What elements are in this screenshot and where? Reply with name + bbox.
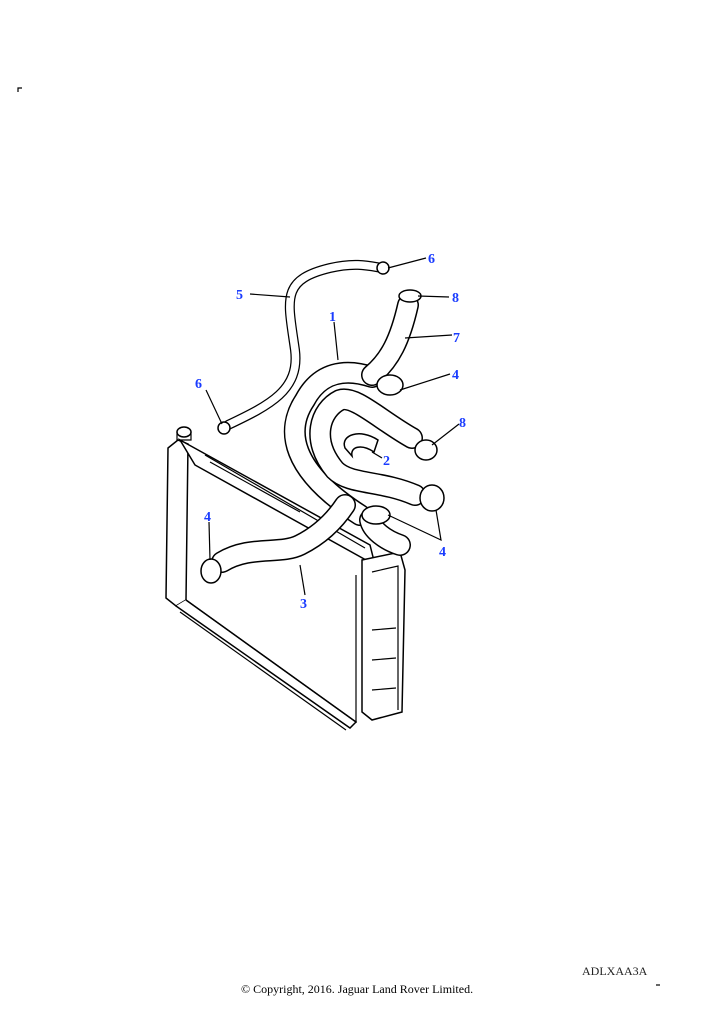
callout-4: 4	[439, 545, 446, 560]
callout-8: 8	[459, 416, 466, 431]
clamp-8	[398, 289, 422, 303]
clamp-4	[419, 484, 445, 512]
callout-2: 2	[383, 454, 390, 469]
hose-7	[361, 294, 419, 386]
clamp-4	[376, 374, 404, 396]
clamp-4	[361, 505, 391, 525]
crop-mark	[17, 87, 22, 92]
callout-8: 8	[452, 291, 459, 306]
callout-5: 5	[236, 288, 243, 303]
callout-1: 1	[329, 310, 336, 325]
copyright-notice: © Copyright, 2016. Jaguar Land Rover Lim…	[241, 982, 474, 996]
clamp-2	[343, 433, 379, 459]
hose-5	[223, 259, 387, 430]
callout-3: 3	[300, 597, 307, 612]
callout-6: 6	[195, 377, 202, 392]
callout-7: 7	[453, 331, 460, 346]
callout-4: 4	[452, 368, 459, 383]
clamp-6	[217, 421, 231, 435]
callout-6: 6	[428, 252, 435, 267]
hose-3	[211, 494, 356, 573]
leader-lines	[205, 257, 460, 596]
diagram-reference-code: ADLXAA3A	[582, 964, 648, 978]
callout-4: 4	[204, 510, 211, 525]
hose-1	[283, 361, 426, 556]
clamp-6	[376, 261, 390, 275]
clamp-4	[200, 558, 222, 584]
clamp-8	[414, 439, 438, 461]
